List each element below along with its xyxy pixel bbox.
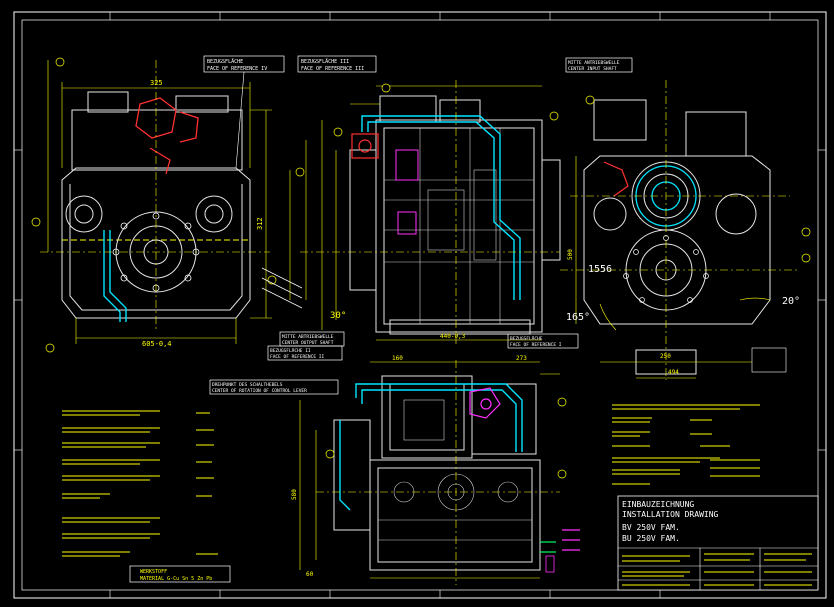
left-view-control-valve [135,97,199,175]
center-view: 30° 440-0,3 [261,80,561,345]
title-model-1: BV 250V FAM. [622,523,680,532]
title-block: EINBAUZEICHNUNG INSTALLATION DRAWING BV … [617,495,819,591]
right-view-flanges [593,161,757,311]
bottom-view-valve [469,387,501,419]
left-view-balloons [31,57,277,353]
center-view-valve [351,133,379,159]
label-output-shaft: MITTE ABTRIEBSWELLE CENTER OUTPUT SHAFT [279,331,345,347]
left-notes [62,410,218,557]
right-view: 1556 165° 20° 500 250 494 [560,80,811,380]
dim-494: 494 [668,369,679,376]
center-view-oil-pipe [361,115,521,300]
left-view-housing [61,91,251,319]
dim-605: 605-0,4 [142,340,172,348]
dim-30: 30° [330,311,346,321]
label-input-shaft-de: MITTE ANTRIEBSWELLE [568,60,620,66]
label-face-iii-en: FACE OF REFERENCE III [301,66,364,72]
left-view-flange [65,195,233,293]
dim-500: 500 [567,249,574,260]
material-box: WERKSTOFF MATERIAL G-Cu Sn 5 Zn Pb [129,565,231,583]
frame-ticks [14,12,826,598]
label-control-lever-de: DREHPUNKT DES SCHALTHEBELS [212,382,283,388]
right-notes [612,404,760,485]
label-control-lever: DREHPUNKT DES SCHALTHEBELS CENTER OF ROT… [209,379,339,395]
label-face-ii-de: BEZUGSFLÄCHE II [270,347,311,354]
dim-1556: 1556 [588,264,612,275]
center-view-internals [384,128,534,324]
label-face-i-de: BEZUGSFLÄCHE [510,335,543,342]
left-view: 325 312 605-0,4 [31,57,277,353]
dim-312: 312 [256,217,264,230]
dim-273: 273 [516,355,527,362]
label-face-iii: BEZUGSFLÄCHE III FACE OF REFERENCE III [297,55,377,73]
label-control-lever-en: CENTER OF ROTATION OF CONTROL LEVER [212,388,307,394]
bottom-view-oil-pipe [339,383,523,511]
right-view-bolt-holes [623,235,709,303]
left-view-dims [47,60,272,344]
center-view-centerlines [300,80,560,345]
label-face-ii-en: FACE OF REFERENCE II [270,354,324,360]
center-view-housing [349,95,561,335]
bottom-view-balloons [325,397,567,479]
material-en: MATERIAL G-Cu Sn 5 Zn Pb [140,576,212,582]
bottom-view-dims [299,361,560,579]
center-view-balloons [295,83,559,177]
label-face-ii: BEZUGSFLÄCHE II FACE OF REFERENCE II [267,345,343,361]
right-view-note-box [751,347,787,373]
center-view-thread-lines [261,267,303,309]
drawing-frame [13,11,827,599]
title-block-fine-lines [622,553,812,586]
bottom-view-internals [378,399,532,541]
label-input-shaft: MITTE ANTRIEBSWELLE CENTER INPUT SHAFT [565,57,633,73]
label-face-iii-de: BEZUGSFLÄCHE III [301,58,349,65]
right-view-housing [583,99,771,375]
center-view-dims [289,85,542,341]
label-face-i-en: FACE OF REFERENCE I [510,342,562,348]
label-output-shaft-de: MITTE ABTRIEBSWELLE [282,334,334,340]
bottom-view: 160 273 580 60 [291,355,567,585]
dim-440: 440-0,3 [440,333,466,340]
title-de: EINBAUZEICHNUNG [622,500,694,509]
label-face-iv-en: FACE OF REFERENCE IV [207,66,267,72]
dim-250: 250 [660,353,671,360]
dim-60: 60 [306,571,314,578]
center-view-magenta [395,149,419,235]
left-view-centerlines [40,60,270,330]
label-input-shaft-en: CENTER INPUT SHAFT [568,66,617,72]
dim-165: 165° [566,312,590,323]
right-view-valve [603,161,629,197]
label-output-shaft-en: CENTER OUTPUT SHAFT [282,340,334,346]
material-de: WERKSTOFF [140,569,167,575]
bottom-view-centerlines [316,360,560,585]
color-legend [540,529,580,573]
title-en: INSTALLATION DRAWING [622,510,719,519]
dim-20: 20° [782,296,800,307]
right-view-centerlines [560,80,800,380]
label-face-iv: BEZUGSFLÄCHE FACE OF REFERENCE IV [203,55,285,169]
dim-325: 325 [150,79,163,87]
label-face-iv-de: BEZUGSFLÄCHE [207,58,243,65]
left-view-oil-pipe [103,230,127,322]
label-face-i: BEZUGSFLÄCHE FACE OF REFERENCE I [507,333,579,349]
bottom-view-housing [333,375,541,571]
dim-160: 160 [392,355,403,362]
dim-580: 580 [291,489,298,500]
title-model-2: BU 250V FAM. [622,534,680,543]
right-view-balloons [585,95,811,263]
right-view-dims [575,156,771,379]
